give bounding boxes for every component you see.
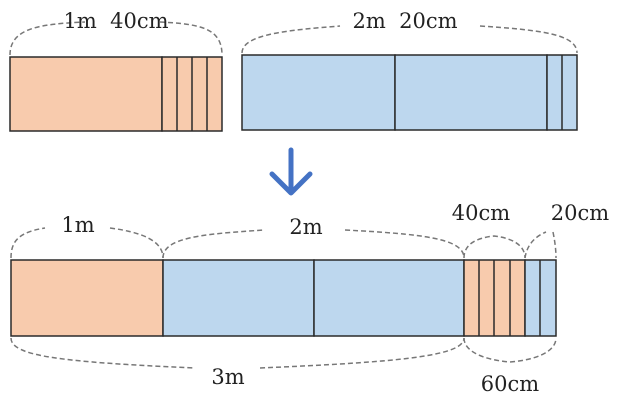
top-left-brace — [9, 21, 223, 56]
label-1m: 1m — [61, 213, 94, 237]
label-3m: 3m — [211, 365, 244, 389]
label-40cm: 40cm — [452, 201, 510, 225]
brace-40cm — [463, 235, 526, 259]
brace-2m — [162, 229, 465, 259]
brace-60cm — [463, 337, 557, 363]
brace-3m — [10, 337, 465, 369]
label-2m: 2m — [289, 215, 322, 239]
top-left-label: 1m 40cm — [63, 9, 168, 33]
top-right-brace — [241, 25, 578, 54]
brace-1m — [10, 227, 164, 259]
arrow-down-icon — [269, 147, 313, 196]
label-20cm: 20cm — [551, 201, 609, 225]
label-60cm: 60cm — [481, 372, 539, 396]
top-right-label: 2m 20cm — [352, 9, 457, 33]
top-right-bar-1m-a — [241, 54, 396, 131]
brace-20cm — [524, 231, 557, 259]
bottom-bar-1m-c — [313, 259, 465, 337]
bottom-40cm-dividers — [478, 260, 511, 336]
top-left-10cm-dividers — [176, 57, 208, 131]
bottom-bar-1m — [10, 259, 164, 337]
top-right-bar-1m-b — [394, 54, 548, 131]
top-left-bar-1m — [9, 56, 163, 132]
bottom-bar-1m-b — [162, 259, 315, 337]
